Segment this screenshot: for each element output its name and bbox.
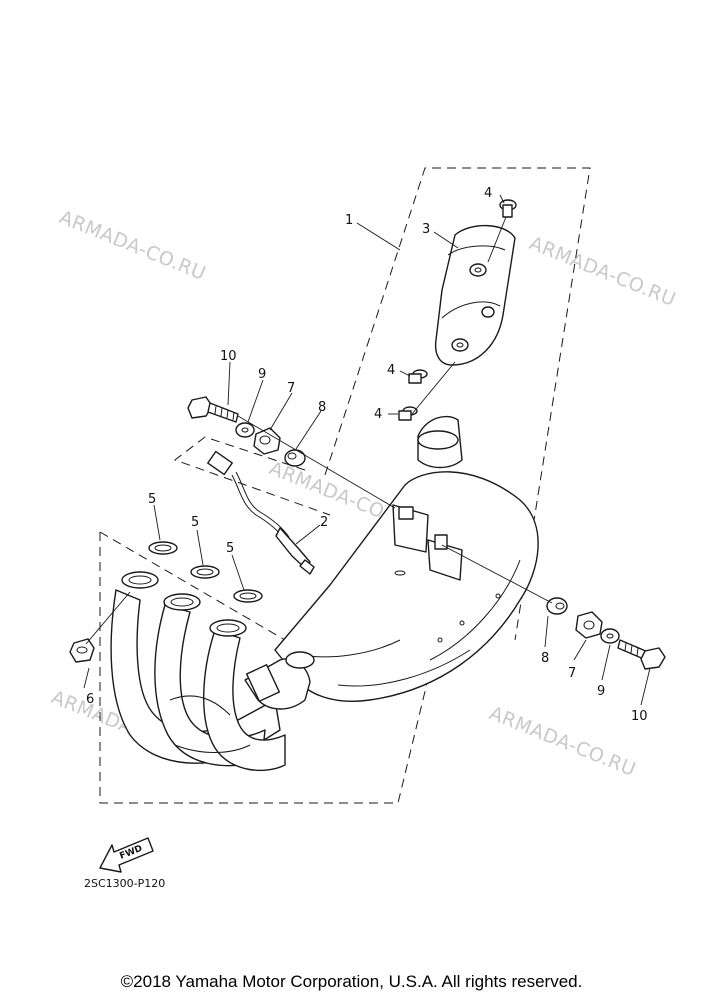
callout-6: 6: [86, 692, 94, 707]
watermark-text: ARMADA-CO.RU: [486, 702, 639, 781]
callout-3: 3: [422, 222, 430, 237]
header-gaskets: [148, 541, 263, 603]
gasket-5-middle: [190, 565, 220, 579]
callout-7: 7: [568, 666, 576, 681]
callout-9: 9: [258, 367, 266, 382]
collar-8-right: [546, 597, 568, 615]
gasket-5-left: [148, 541, 178, 555]
washer-9-right: [600, 628, 620, 644]
header-assembly-frame: [99, 532, 436, 804]
muffler-body: [274, 415, 539, 702]
damper-7-right: [575, 611, 603, 639]
copyright-notice: ©2018 Yamaha Motor Corporation, U.S.A. A…: [120, 972, 583, 991]
callout-10: 10: [631, 709, 648, 724]
damper-7-left: [253, 427, 281, 455]
assembly-frames: [99, 167, 591, 804]
leader-lines: [83, 194, 651, 706]
watermark-text: ARMADA-CO.RU: [526, 232, 679, 311]
sensor-assembly-frame: [173, 436, 331, 516]
callout-8: 8: [541, 651, 549, 666]
callout-1: 1: [345, 213, 353, 228]
callout-4: 4: [387, 363, 395, 378]
muffler-protector: [434, 224, 516, 366]
callout-numbers: 1 3 4 4 4 10 9 7 8 2 5 5 5 6 8 7 9 10: [86, 186, 648, 724]
header-frame-diagonal: [99, 531, 286, 641]
callout-9: 9: [597, 684, 605, 699]
callout-2: 2: [320, 515, 328, 530]
collar-8-left: [284, 449, 306, 467]
bolt-4-middle: [408, 369, 428, 384]
fwd-arrow-icon: FWD: [99, 837, 154, 873]
callout-5: 5: [191, 515, 199, 530]
gasket-5-right: [233, 589, 263, 603]
bolt-10-right: [617, 639, 666, 670]
callout-10: 10: [220, 349, 237, 364]
callout-7: 7: [287, 381, 295, 396]
bolt-10-left: [187, 396, 239, 423]
callout-5: 5: [226, 541, 234, 556]
callout-4: 4: [484, 186, 492, 201]
exhaust-header-pipes: [110, 571, 315, 771]
mount-hardware-left: [187, 396, 396, 509]
bolt-4-lower: [398, 361, 456, 421]
oxygen-sensor: [207, 450, 315, 575]
drawing-code: 2SC1300-P120: [84, 877, 165, 890]
callout-4: 4: [374, 407, 382, 422]
nut-6: [69, 591, 131, 663]
watermark-text: ARMADA-CO.RU: [56, 206, 209, 285]
muffler-assembly-frame: [324, 167, 591, 641]
callout-5: 5: [148, 492, 156, 507]
mount-hardware-right: [441, 544, 666, 670]
washer-9-left: [235, 422, 255, 438]
callout-8: 8: [318, 400, 326, 415]
